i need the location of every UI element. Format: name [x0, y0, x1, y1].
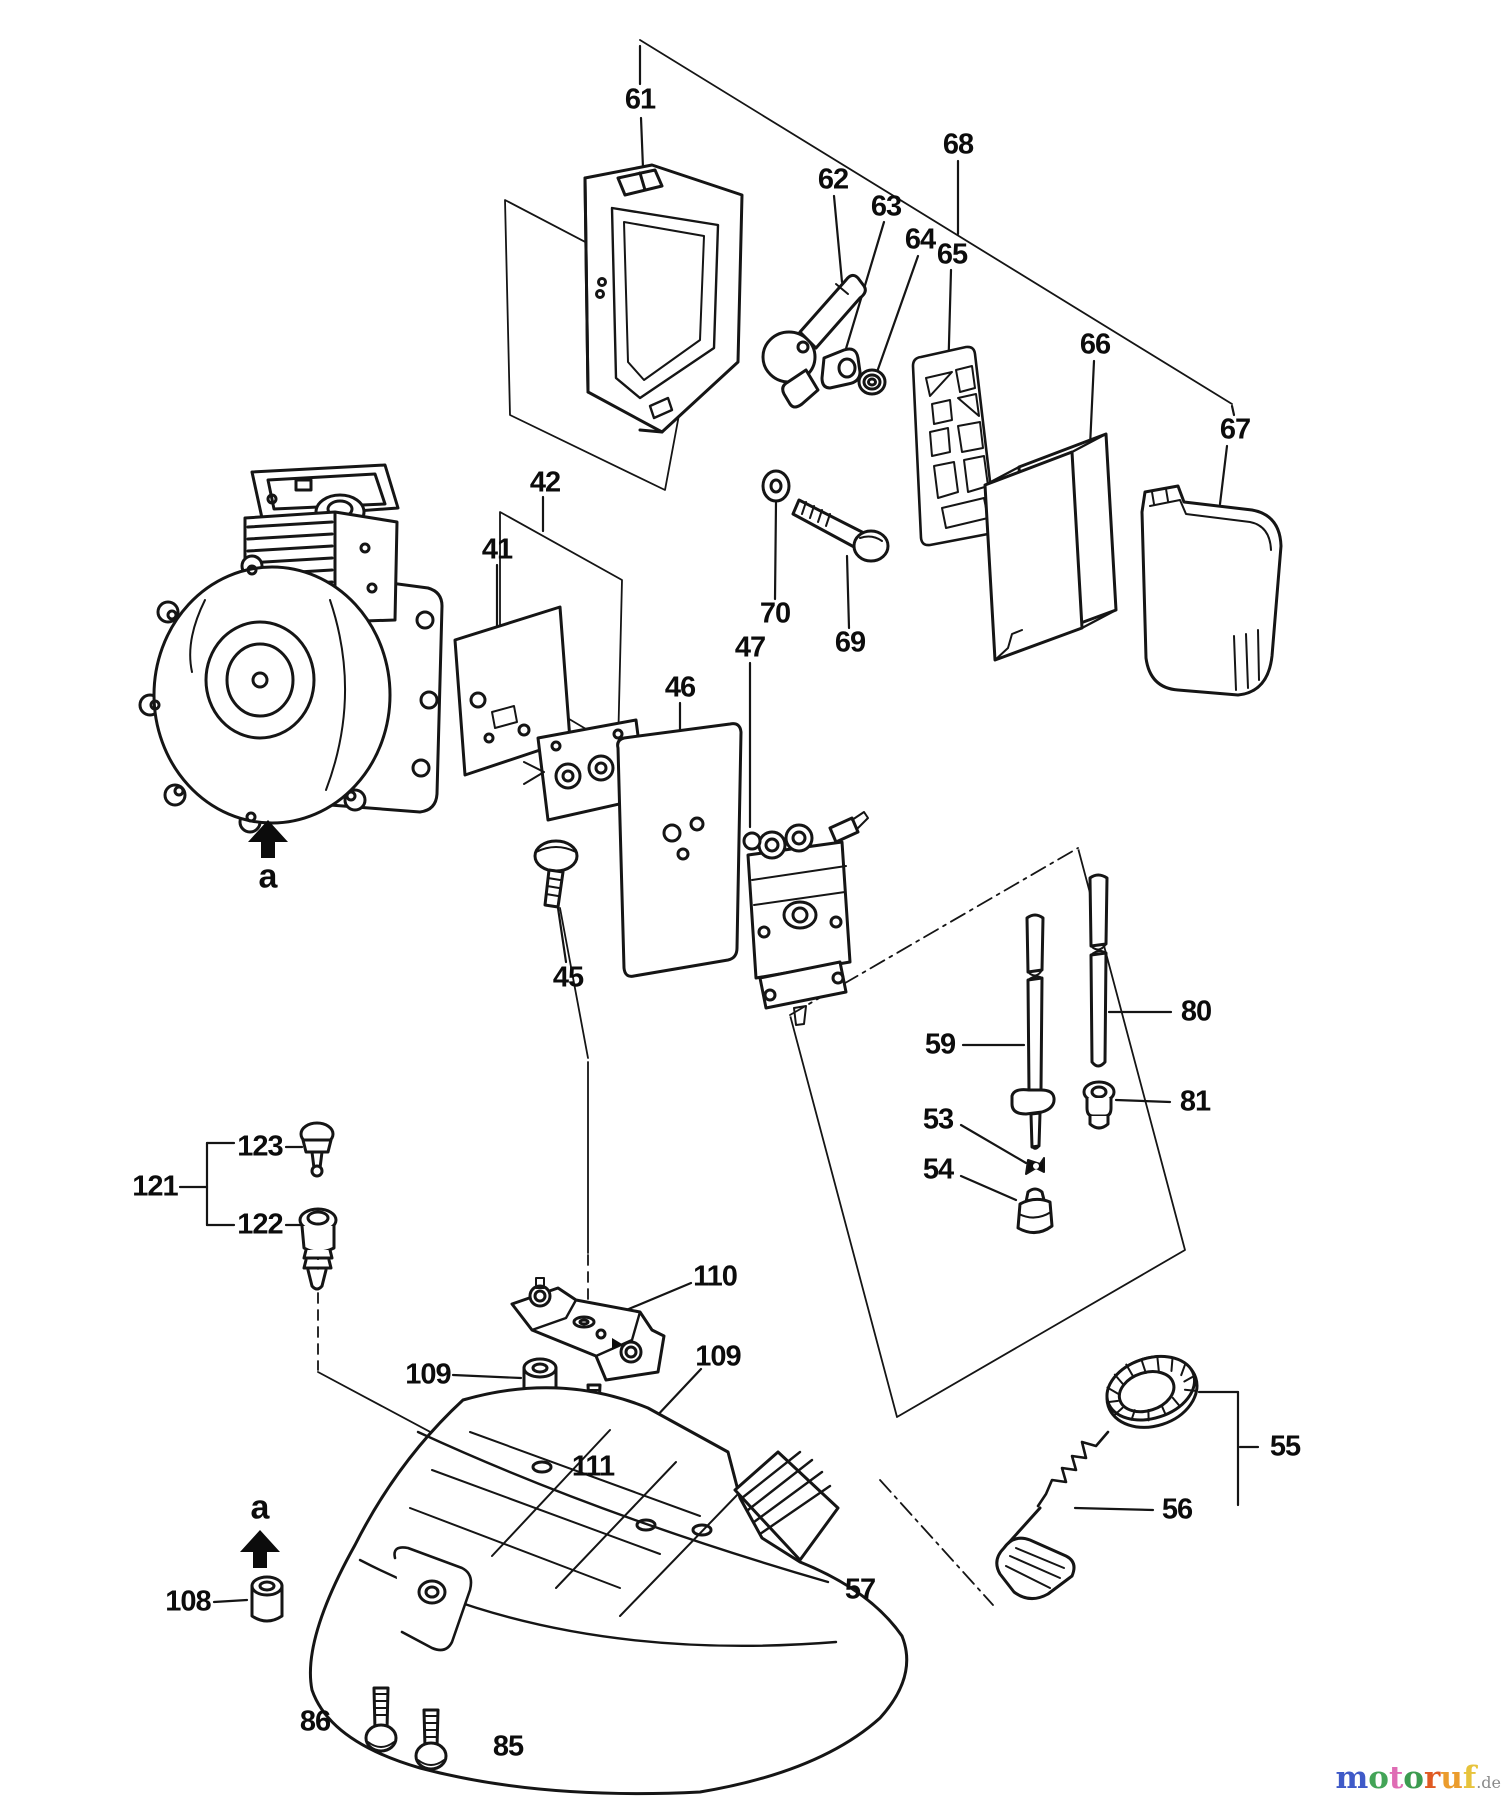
part-label-109-right: 109 — [695, 1340, 741, 1373]
grommet-81 — [1082, 1080, 1116, 1130]
tank-mount-tab — [393, 1546, 473, 1652]
orientation-arrow-top — [248, 820, 288, 858]
washer-70 — [761, 469, 791, 503]
part-label-46: 46 — [664, 671, 696, 704]
part-label-111: 111 — [571, 1450, 615, 1483]
engine-assembly — [138, 463, 444, 858]
part-label-41: 41 — [481, 533, 513, 566]
bolt-85 — [414, 1708, 448, 1771]
cap-retainer-56 — [995, 1430, 1110, 1600]
watermark-letter: f — [1462, 1760, 1477, 1796]
part-label-85: 85 — [492, 1730, 524, 1763]
part-label-64: 64 — [904, 223, 936, 256]
bolt-86 — [364, 1686, 398, 1753]
part-label-61: 61 — [624, 83, 656, 116]
part-label-67: 67 — [1219, 413, 1251, 446]
part-label-108: 108 — [165, 1585, 211, 1618]
part-label-53: 53 — [922, 1103, 954, 1136]
collar-63 — [820, 347, 862, 390]
part-label-63: 63 — [870, 190, 902, 223]
filter-element-66 — [983, 432, 1118, 662]
part-label-55: 55 — [1269, 1430, 1301, 1463]
part-label-69: 69 — [834, 626, 866, 659]
choke-plate-65 — [911, 345, 997, 547]
fuel-tank-57 — [308, 1386, 909, 1796]
watermark-suffix: .de — [1476, 1773, 1501, 1792]
watermark-letter: u — [1440, 1760, 1463, 1796]
part-label-70: 70 — [759, 597, 791, 630]
bracket-110 — [510, 1277, 666, 1382]
part-label-81: 81 — [1179, 1085, 1211, 1118]
part-label-109-left: 109 — [405, 1358, 451, 1391]
part-label-59: 59 — [924, 1028, 956, 1061]
part-label-68: 68 — [942, 128, 974, 161]
watermark-letter: o — [1368, 1760, 1389, 1796]
primer-cap-123 — [299, 1121, 335, 1178]
clip-53 — [1025, 1157, 1045, 1175]
crankcase — [138, 554, 392, 834]
fuel-strainer-54 — [1016, 1187, 1054, 1234]
part-label-66: 66 — [1079, 328, 1111, 361]
watermark-letter: r — [1423, 1760, 1441, 1796]
part-label-86: 86 — [299, 1705, 331, 1738]
watermark-letter: t — [1388, 1760, 1404, 1796]
part-label-65: 65 — [936, 238, 968, 271]
part-label-80: 80 — [1180, 995, 1212, 1028]
part-label-110: 110 — [693, 1260, 738, 1293]
part-label-56: 56 — [1161, 1493, 1193, 1526]
orientation-letter-top: a — [258, 857, 278, 896]
primer-body-122 — [298, 1207, 338, 1291]
tank-cap-55 — [1105, 1354, 1199, 1429]
fuel-pipe-80 — [1088, 873, 1109, 1068]
tank-filler-neck — [733, 1450, 840, 1562]
part-label-54: 54 — [922, 1153, 954, 1186]
part-label-123: 123 — [237, 1130, 283, 1163]
watermark-letter: m — [1335, 1760, 1369, 1796]
part-label-121: 121 — [132, 1170, 178, 1203]
watermark-letter: o — [1403, 1760, 1424, 1796]
bolt-69 — [791, 498, 890, 563]
bolt-45 — [533, 839, 579, 909]
choke-lever-62 — [761, 273, 867, 409]
part-label-122: 122 — [237, 1208, 283, 1241]
air-cleaner-cover-67 — [1140, 484, 1283, 697]
air-cleaner-case-61 — [583, 163, 744, 434]
orientation-arrow-bottom — [240, 1530, 280, 1568]
gasket-46 — [616, 722, 743, 978]
part-label-47: 47 — [734, 631, 766, 664]
part-label-62: 62 — [817, 163, 849, 196]
carburetor-47 — [742, 811, 869, 1026]
part-label-45: 45 — [552, 961, 584, 994]
fuel-pipe-59 — [1010, 913, 1056, 1150]
motoruf-watermark: motoruf.de — [1335, 1763, 1501, 1794]
orientation-letter-bottom: a — [250, 1488, 270, 1527]
washer-64 — [857, 368, 887, 396]
part-label-42: 42 — [529, 466, 561, 499]
bushing-108 — [250, 1575, 284, 1623]
part-label-57: 57 — [844, 1573, 876, 1606]
